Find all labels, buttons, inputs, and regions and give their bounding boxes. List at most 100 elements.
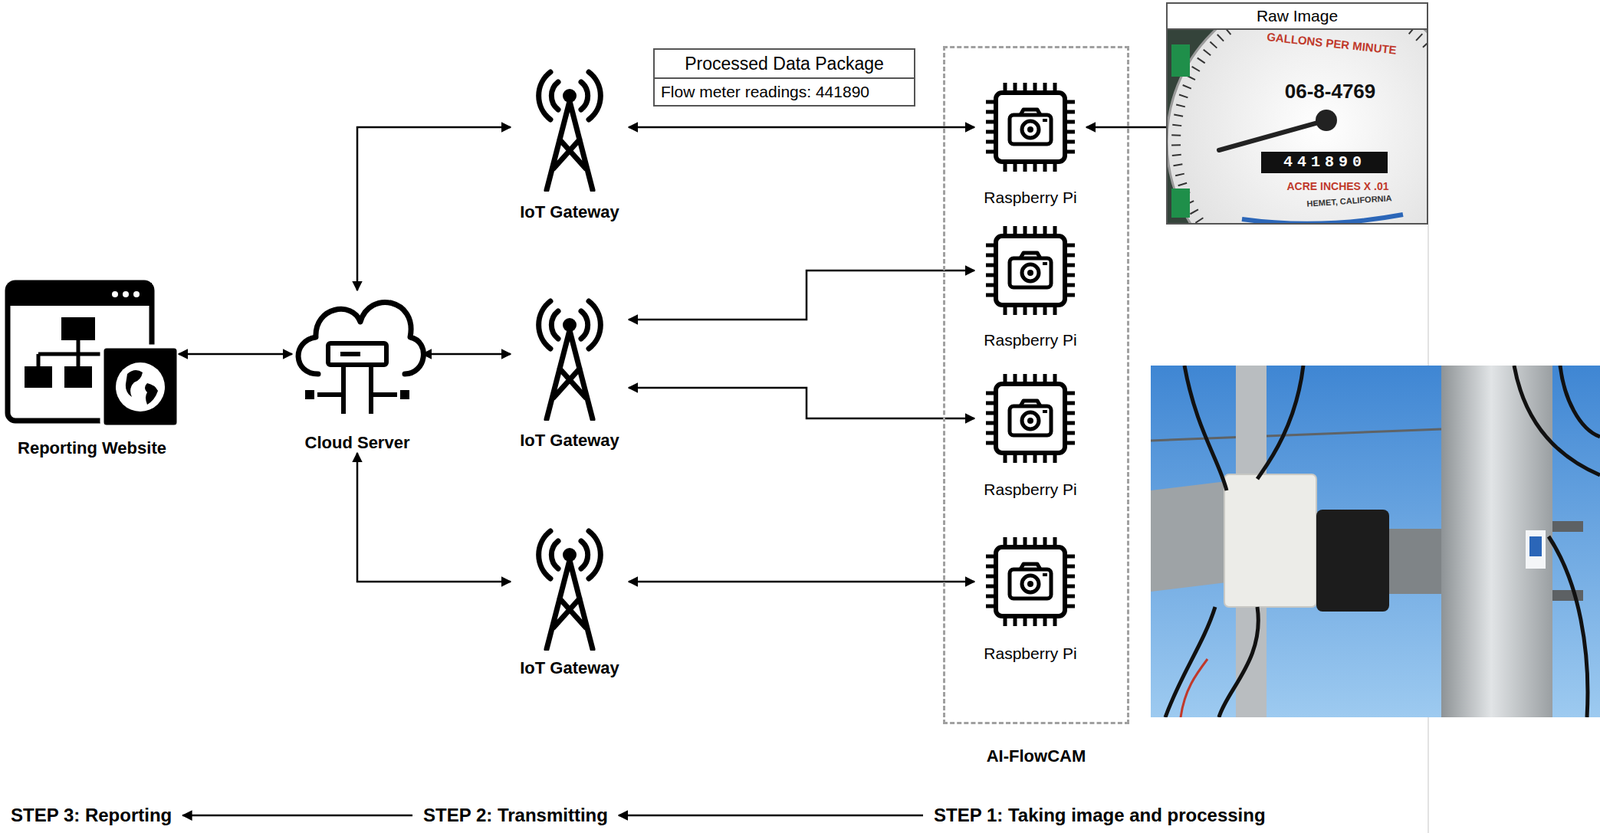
website-icon bbox=[144, 383, 158, 405]
website-icon bbox=[61, 317, 96, 341]
node-label: IoT Gateway bbox=[519, 430, 620, 451]
node-label: Raspberry Pi bbox=[983, 330, 1077, 350]
raspberry-pi-camera-icon bbox=[985, 537, 1075, 627]
connector-arrow bbox=[357, 127, 511, 291]
website-node: Reporting Website bbox=[5, 280, 179, 459]
node-label: Raspberry Pi bbox=[983, 479, 1077, 500]
flow-meter-photo bbox=[1261, 151, 1388, 174]
step-label: STEP 1: Taking image and processing bbox=[923, 804, 1277, 827]
cloud-server-icon bbox=[328, 343, 387, 365]
flow-meter-photo bbox=[1167, 29, 1427, 224]
gateway-tower-icon bbox=[538, 531, 602, 650]
cloud-server-icon bbox=[298, 302, 424, 375]
label-holder: ACRE INCHES X .01 bbox=[1286, 180, 1389, 193]
connector-arrow bbox=[628, 387, 975, 419]
label-holder: GALLONS PER MINUTE bbox=[1266, 29, 1398, 57]
device-group: AI-FlowCAM Raspberry Pi Raspberry Pi Raspbe… bbox=[942, 45, 1130, 767]
raspberry-pi-node: Raspberry Pi bbox=[974, 535, 1087, 664]
field-installation-photo bbox=[1389, 528, 1443, 595]
raspberry-pi-camera-icon bbox=[985, 82, 1075, 172]
gateway-tower-icon bbox=[538, 301, 602, 420]
connector-arrow bbox=[1086, 126, 1167, 129]
step-label: STEP 2: Transmitting bbox=[412, 804, 619, 827]
flow-meter-photo bbox=[1171, 44, 1190, 77]
cloud-server-icon bbox=[340, 351, 361, 357]
field-installation-photo bbox=[1552, 521, 1584, 533]
connector-arrow bbox=[628, 581, 975, 584]
gateway-tower-icon bbox=[538, 72, 602, 191]
field-installation-photo bbox=[1150, 429, 1442, 441]
raspberry-pi-camera-icon bbox=[985, 226, 1075, 316]
node-label: Reporting Website bbox=[17, 438, 167, 459]
package-text: Flow meter readings: 441890 bbox=[654, 78, 914, 106]
node-label: IoT Gateway bbox=[519, 658, 620, 679]
step-text: STEP 1: Taking image and processing bbox=[933, 804, 1266, 827]
label-holder: HEMET, CALIFORNIA bbox=[1306, 193, 1393, 209]
flow-meter-photo bbox=[1176, 29, 1427, 224]
node-label: Cloud Server bbox=[305, 433, 411, 454]
flow-meter-photo bbox=[1241, 214, 1403, 224]
cloud-server-icon bbox=[298, 302, 424, 414]
field-installation-photo bbox=[1150, 365, 1600, 718]
step-text: STEP 3: Reporting bbox=[10, 804, 172, 827]
field-installation-photo bbox=[1224, 474, 1317, 608]
field-installation-photo bbox=[1441, 365, 1553, 718]
image-title: Raw Image bbox=[1167, 3, 1427, 30]
node-label: Raspberry Pi bbox=[983, 187, 1077, 207]
connector-arrow bbox=[178, 353, 293, 356]
iot-gateway-node: IoT Gateway bbox=[510, 520, 629, 679]
connector-arrow bbox=[357, 453, 511, 582]
iot-gateway-node: IoT Gateway bbox=[510, 61, 629, 223]
website-icon bbox=[101, 346, 179, 428]
website-icon bbox=[64, 366, 92, 388]
website-icon bbox=[122, 291, 129, 298]
gauge-text: HEMET, CALIFORNIA bbox=[1306, 193, 1393, 209]
label-holder: 06-8-4769 bbox=[1284, 80, 1377, 104]
data-package-box: Processed Data PackageFlow meter reading… bbox=[653, 48, 916, 107]
step-text: STEP 2: Transmitting bbox=[423, 804, 608, 827]
field-installation-photo bbox=[1150, 481, 1227, 592]
field-installation-photo bbox=[1165, 365, 1600, 718]
website-icon bbox=[115, 362, 165, 412]
cloud-server-icon bbox=[400, 390, 410, 400]
dashed-frame bbox=[942, 45, 1130, 725]
connector-arrow bbox=[182, 814, 413, 818]
raspberry-pi-camera-icon bbox=[985, 82, 1075, 627]
flow-meter-photo bbox=[1171, 188, 1190, 218]
field-installation-photo bbox=[1316, 509, 1390, 612]
flow-meter-photo bbox=[1218, 120, 1327, 151]
node-label: IoT Gateway bbox=[519, 202, 620, 223]
cloud-server-node: Cloud Server bbox=[292, 290, 423, 454]
connector-arrow bbox=[422, 353, 511, 356]
gauge-text: ACRE INCHES X .01 bbox=[1286, 180, 1389, 193]
package-text: Processed Data Package bbox=[654, 49, 914, 79]
website-icon bbox=[7, 282, 179, 428]
meter-digits: 441890 bbox=[1283, 153, 1367, 171]
flow-meter-photo bbox=[1167, 29, 1427, 224]
website-icon bbox=[133, 291, 140, 298]
raspberry-pi-camera-icon bbox=[985, 374, 1075, 464]
website-icon bbox=[111, 291, 119, 298]
field-installation-photo bbox=[1150, 365, 1600, 718]
website-icon bbox=[7, 282, 152, 306]
label-holder: 441890 bbox=[1283, 153, 1367, 171]
flow-meter-photo bbox=[1315, 109, 1338, 132]
connector-arrow bbox=[628, 126, 975, 129]
field-installation-photo bbox=[1180, 659, 1208, 718]
website-icon bbox=[24, 366, 53, 388]
field-installation-photo bbox=[1552, 590, 1584, 602]
iot-gateway-node: IoT Gateway bbox=[510, 290, 629, 451]
step-label: STEP 3: Reporting bbox=[0, 804, 183, 827]
raspberry-pi-node: Raspberry Pi bbox=[974, 81, 1087, 207]
gateway-tower-icon bbox=[538, 72, 602, 650]
cloud-server-icon bbox=[305, 390, 315, 400]
group-label: AI-FlowCAM bbox=[986, 746, 1087, 767]
cloud-server-icon bbox=[317, 364, 398, 414]
connector-arrow bbox=[628, 270, 975, 320]
raspberry-pi-node: Raspberry Pi bbox=[974, 224, 1087, 350]
connector-arrow bbox=[618, 814, 924, 818]
gauge-text: GALLONS PER MINUTE bbox=[1266, 29, 1398, 57]
